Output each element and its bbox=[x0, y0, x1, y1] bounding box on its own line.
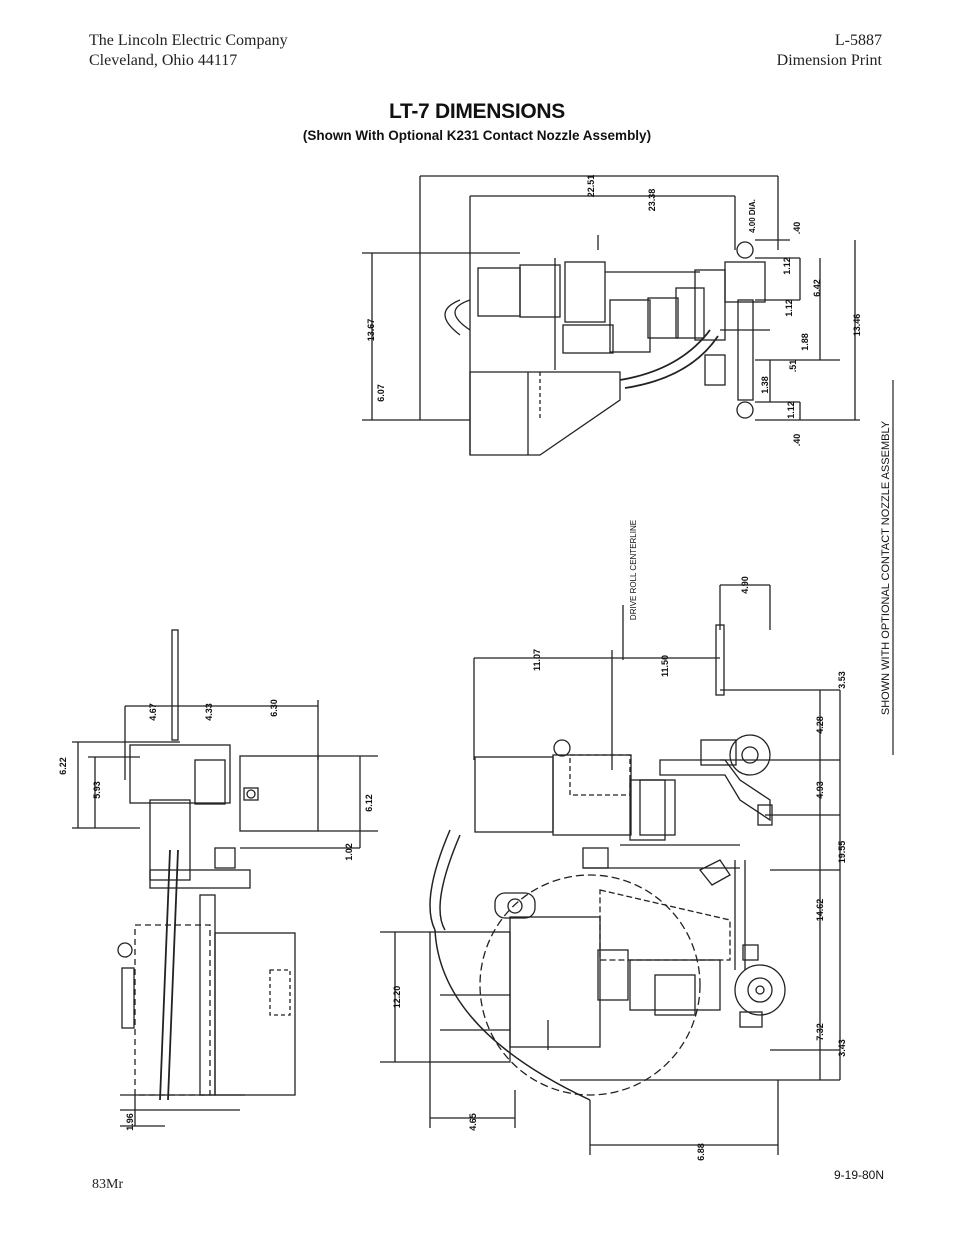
page-title: LT-7 DIMENSIONS bbox=[389, 100, 565, 123]
left-view-drawing bbox=[72, 629, 378, 1127]
dim-top-1-12-a: 1.12 bbox=[782, 257, 792, 275]
dim-top-4-00-dia: 4.00 DIA. bbox=[748, 199, 757, 233]
dim-front-3-43: 3.43 bbox=[837, 1039, 847, 1057]
footer-code: 83Mr bbox=[92, 1177, 124, 1192]
document-header: L-5887 Dimension Print bbox=[777, 31, 882, 71]
dim-front-4-93: 4.93 bbox=[815, 781, 825, 799]
dim-front-4-65: 4.65 bbox=[468, 1113, 478, 1131]
dim-top-22-51: 22.51 bbox=[586, 175, 596, 198]
dim-top-6-42: 6.42 bbox=[812, 279, 822, 297]
company-city: Cleveland, Ohio 44117 bbox=[89, 52, 238, 69]
document-number: L-5887 bbox=[834, 32, 882, 49]
dim-top-0-40-b: .40 bbox=[792, 434, 802, 447]
dim-front-3-53: 3.53 bbox=[837, 671, 847, 689]
dim-front-4-90: 4.90 bbox=[740, 576, 750, 594]
dim-front-6-88: 6.88 bbox=[696, 1143, 706, 1161]
dim-left-1-02: 1.02 bbox=[344, 843, 354, 861]
dim-top-6-07: 6.07 bbox=[376, 384, 386, 402]
dim-left-1-96: 1.96 bbox=[125, 1113, 135, 1131]
dim-top-1-38: 1.38 bbox=[760, 376, 770, 394]
dim-left-4-67: 4.67 bbox=[148, 703, 158, 721]
company-name: The Lincoln Electric Company bbox=[89, 32, 288, 49]
dim-front-12-20: 12.20 bbox=[392, 986, 402, 1009]
dim-top-1-12-b: 1.12 bbox=[784, 299, 794, 317]
company-header: The Lincoln Electric Company Cleveland, … bbox=[89, 31, 288, 71]
dim-top-0-51: .51 bbox=[788, 360, 798, 373]
side-note-nozzle-assembly: SHOWN WITH OPTIONAL CONTACT NOZZLE ASSEM… bbox=[880, 420, 892, 715]
dim-front-7-32: 7.32 bbox=[815, 1023, 825, 1041]
page-subtitle: (Shown With Optional K231 Contact Nozzle… bbox=[302, 128, 652, 143]
front-view-drawing bbox=[380, 584, 841, 1155]
document-type: Dimension Print bbox=[776, 52, 882, 69]
dim-left-6-12: 6.12 bbox=[364, 794, 374, 812]
dim-left-6-30: 6.30 bbox=[269, 699, 279, 717]
dim-front-19-55: 19.55 bbox=[837, 841, 847, 864]
dim-top-0-40-a: .40 bbox=[792, 222, 802, 235]
dim-top-1-88: 1.88 bbox=[800, 333, 810, 351]
dim-left-6-22: 6.22 bbox=[58, 757, 68, 775]
dim-front-4-28: 4.28 bbox=[815, 716, 825, 734]
dim-top-13-67: 13.67 bbox=[366, 319, 376, 342]
dim-top-23-38: 23.38 bbox=[647, 189, 657, 212]
dim-left-4-33: 4.33 bbox=[204, 703, 214, 721]
dim-left-5-93: 5.93 bbox=[92, 781, 102, 799]
footer-date: 9-19-80N bbox=[833, 1168, 884, 1182]
dim-front-14-62: 14.62 bbox=[815, 899, 825, 922]
drive-roll-centerline-label: DRIVE ROLL CENTERLINE bbox=[629, 520, 638, 620]
dim-top-1-12-c: 1.12 bbox=[786, 401, 796, 419]
dim-top-13-46: 13.46 bbox=[852, 314, 862, 337]
dim-front-11-50: 11.50 bbox=[660, 655, 670, 677]
top-view-drawing bbox=[362, 175, 860, 456]
dim-front-11-07: 11.07 bbox=[532, 649, 542, 671]
